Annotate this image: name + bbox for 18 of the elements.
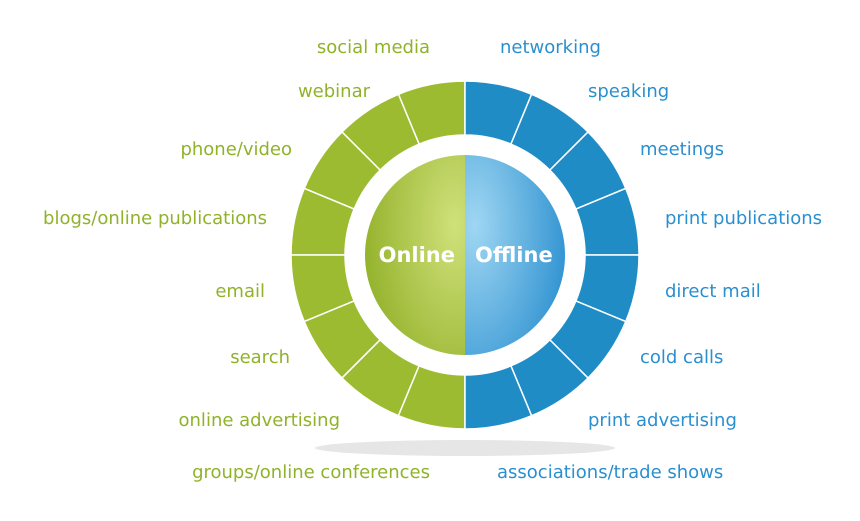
segment-label: print advertising: [588, 409, 737, 433]
segment-label: social media: [316, 36, 430, 60]
segment-label: speaking: [588, 80, 670, 104]
segment-label: cold calls: [640, 346, 724, 370]
segment-label: networking: [500, 36, 601, 60]
segment-label: phone/video: [180, 138, 292, 162]
segment-label: blogs/online publications: [43, 207, 267, 231]
center-title: Offline: [475, 243, 553, 267]
segment-label: meetings: [640, 138, 724, 162]
segment-label: print publications: [665, 207, 822, 231]
segment-label: direct mail: [665, 280, 761, 304]
segment-label: groups/online conferences: [192, 461, 430, 485]
segment-label: online advertising: [178, 409, 340, 433]
segment-label: associations/trade shows: [497, 461, 724, 485]
segment-label: webinar: [298, 80, 370, 104]
segment-label: search: [230, 346, 290, 370]
center-title: Online: [378, 243, 455, 267]
segment-label: email: [215, 280, 265, 304]
